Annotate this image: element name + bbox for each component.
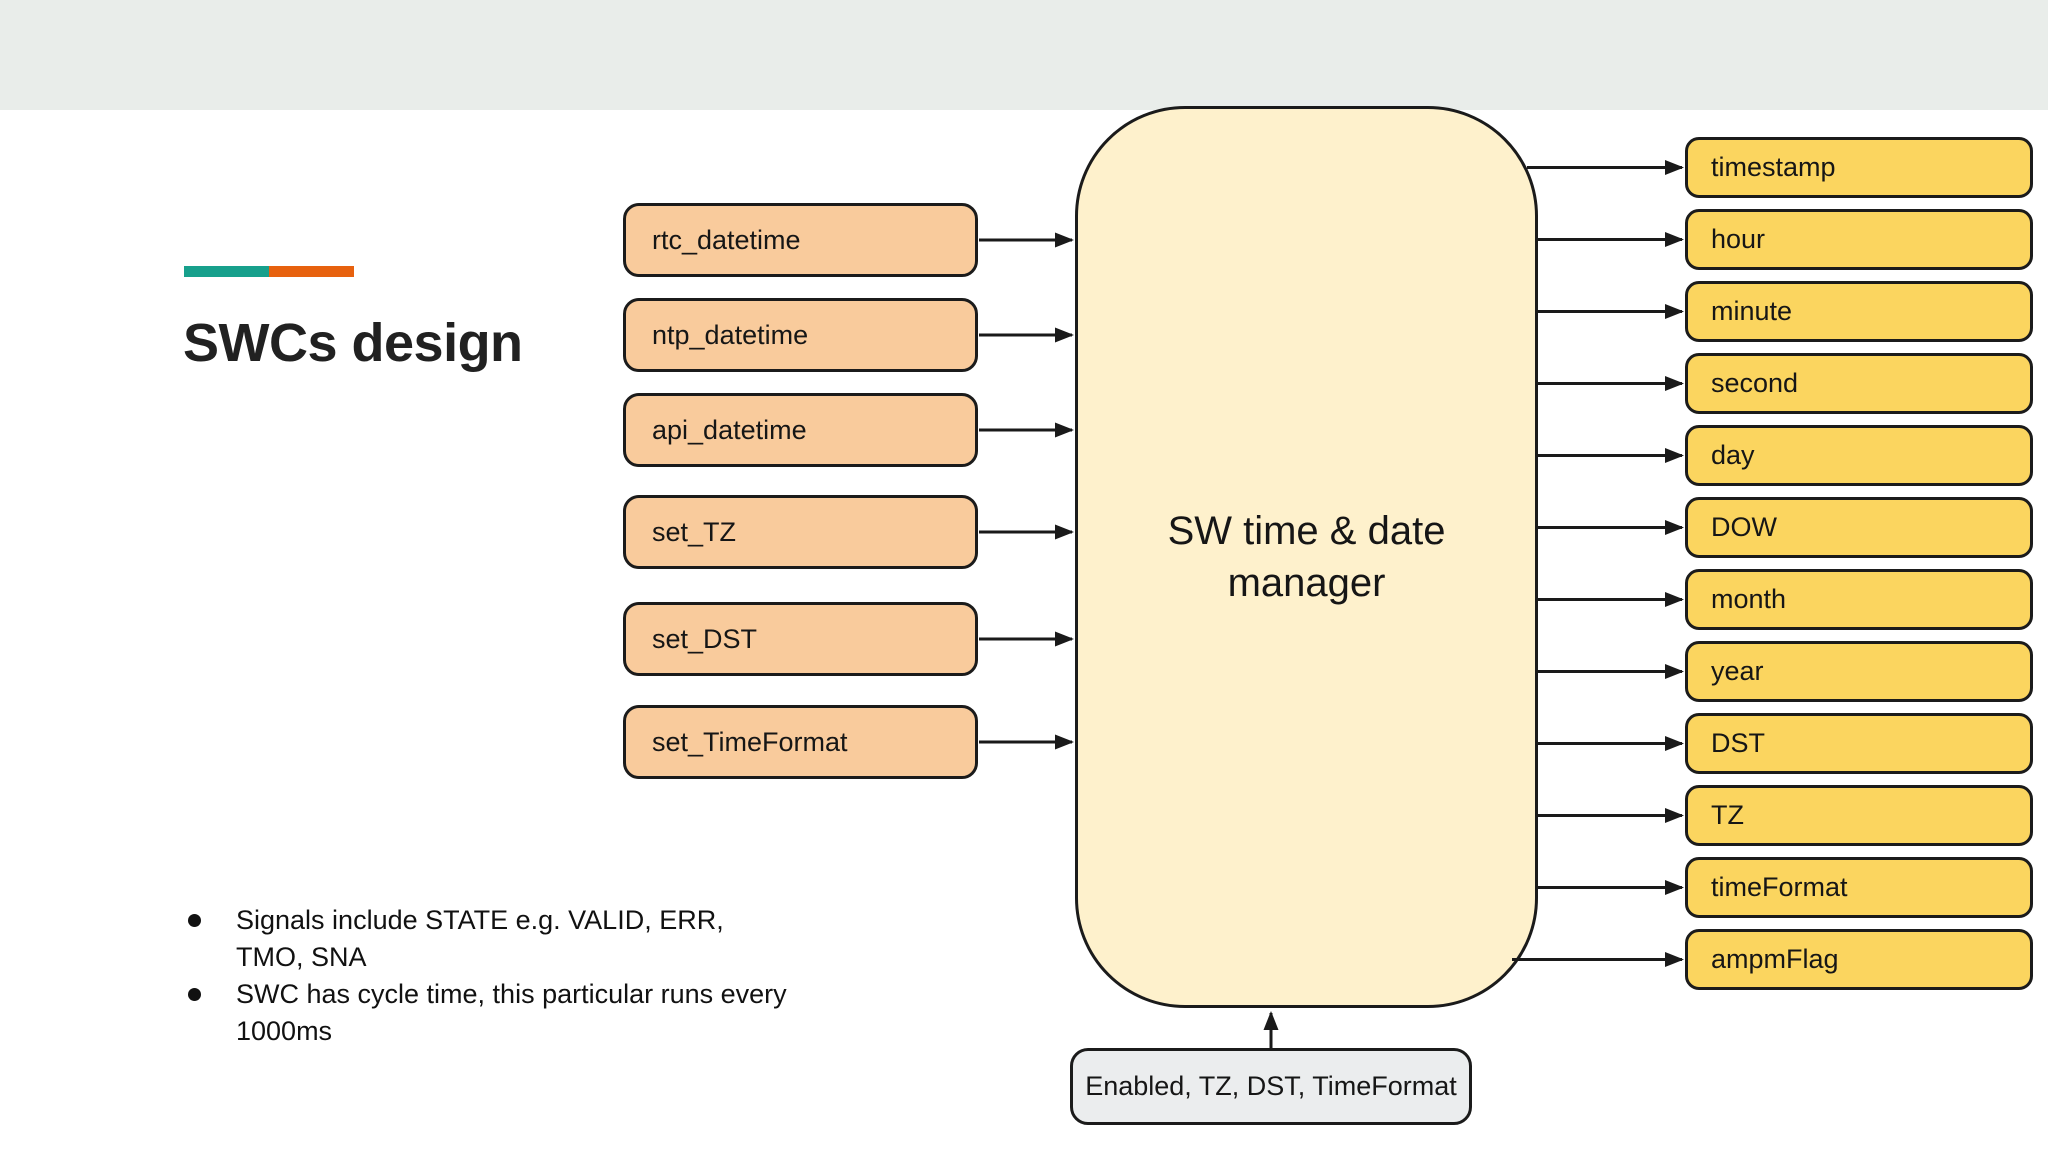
output-node-timestamp: timestamp: [1685, 137, 2033, 198]
central-node-label-line1: SW time & date: [1167, 509, 1446, 553]
config-node: Enabled, TZ, DST, TimeFormat: [1070, 1048, 1472, 1125]
output-node-DST: DST: [1685, 713, 2033, 774]
input-node-set_DST: set_DST: [623, 602, 978, 676]
central-node-sw-time-date-manager: SW time & date manager: [1075, 106, 1538, 1008]
output-node-ampmFlag: ampmFlag: [1685, 929, 2033, 990]
input-node-set_TimeFormat: set_TimeFormat: [623, 705, 978, 779]
output-node-year: year: [1685, 641, 2033, 702]
output-node-minute: minute: [1685, 281, 2033, 342]
input-node-set_TZ: set_TZ: [623, 495, 978, 569]
input-node-api_datetime: api_datetime: [623, 393, 978, 467]
input-node-ntp_datetime: ntp_datetime: [623, 298, 978, 372]
note-item-cycle-time: SWC has cycle time, this particular runs…: [188, 976, 796, 1050]
output-node-second: second: [1685, 353, 2033, 414]
note-item-signals: Signals include STATE e.g. VALID, ERR, T…: [188, 902, 796, 976]
output-node-timeFormat: timeFormat: [1685, 857, 2033, 918]
accent-line-orange: [269, 266, 354, 277]
notes-list: Signals include STATE e.g. VALID, ERR, T…: [188, 902, 796, 1050]
output-node-hour: hour: [1685, 209, 2033, 270]
output-node-DOW: DOW: [1685, 497, 2033, 558]
output-node-day: day: [1685, 425, 2033, 486]
output-node-month: month: [1685, 569, 2033, 630]
output-node-TZ: TZ: [1685, 785, 2033, 846]
input-node-rtc_datetime: rtc_datetime: [623, 203, 978, 277]
header-band: [0, 0, 2048, 110]
page-title: SWCs design: [183, 313, 523, 373]
accent-line-teal: [184, 266, 269, 277]
central-node-label-line2: manager: [1227, 561, 1386, 605]
accent-line: [184, 266, 354, 277]
